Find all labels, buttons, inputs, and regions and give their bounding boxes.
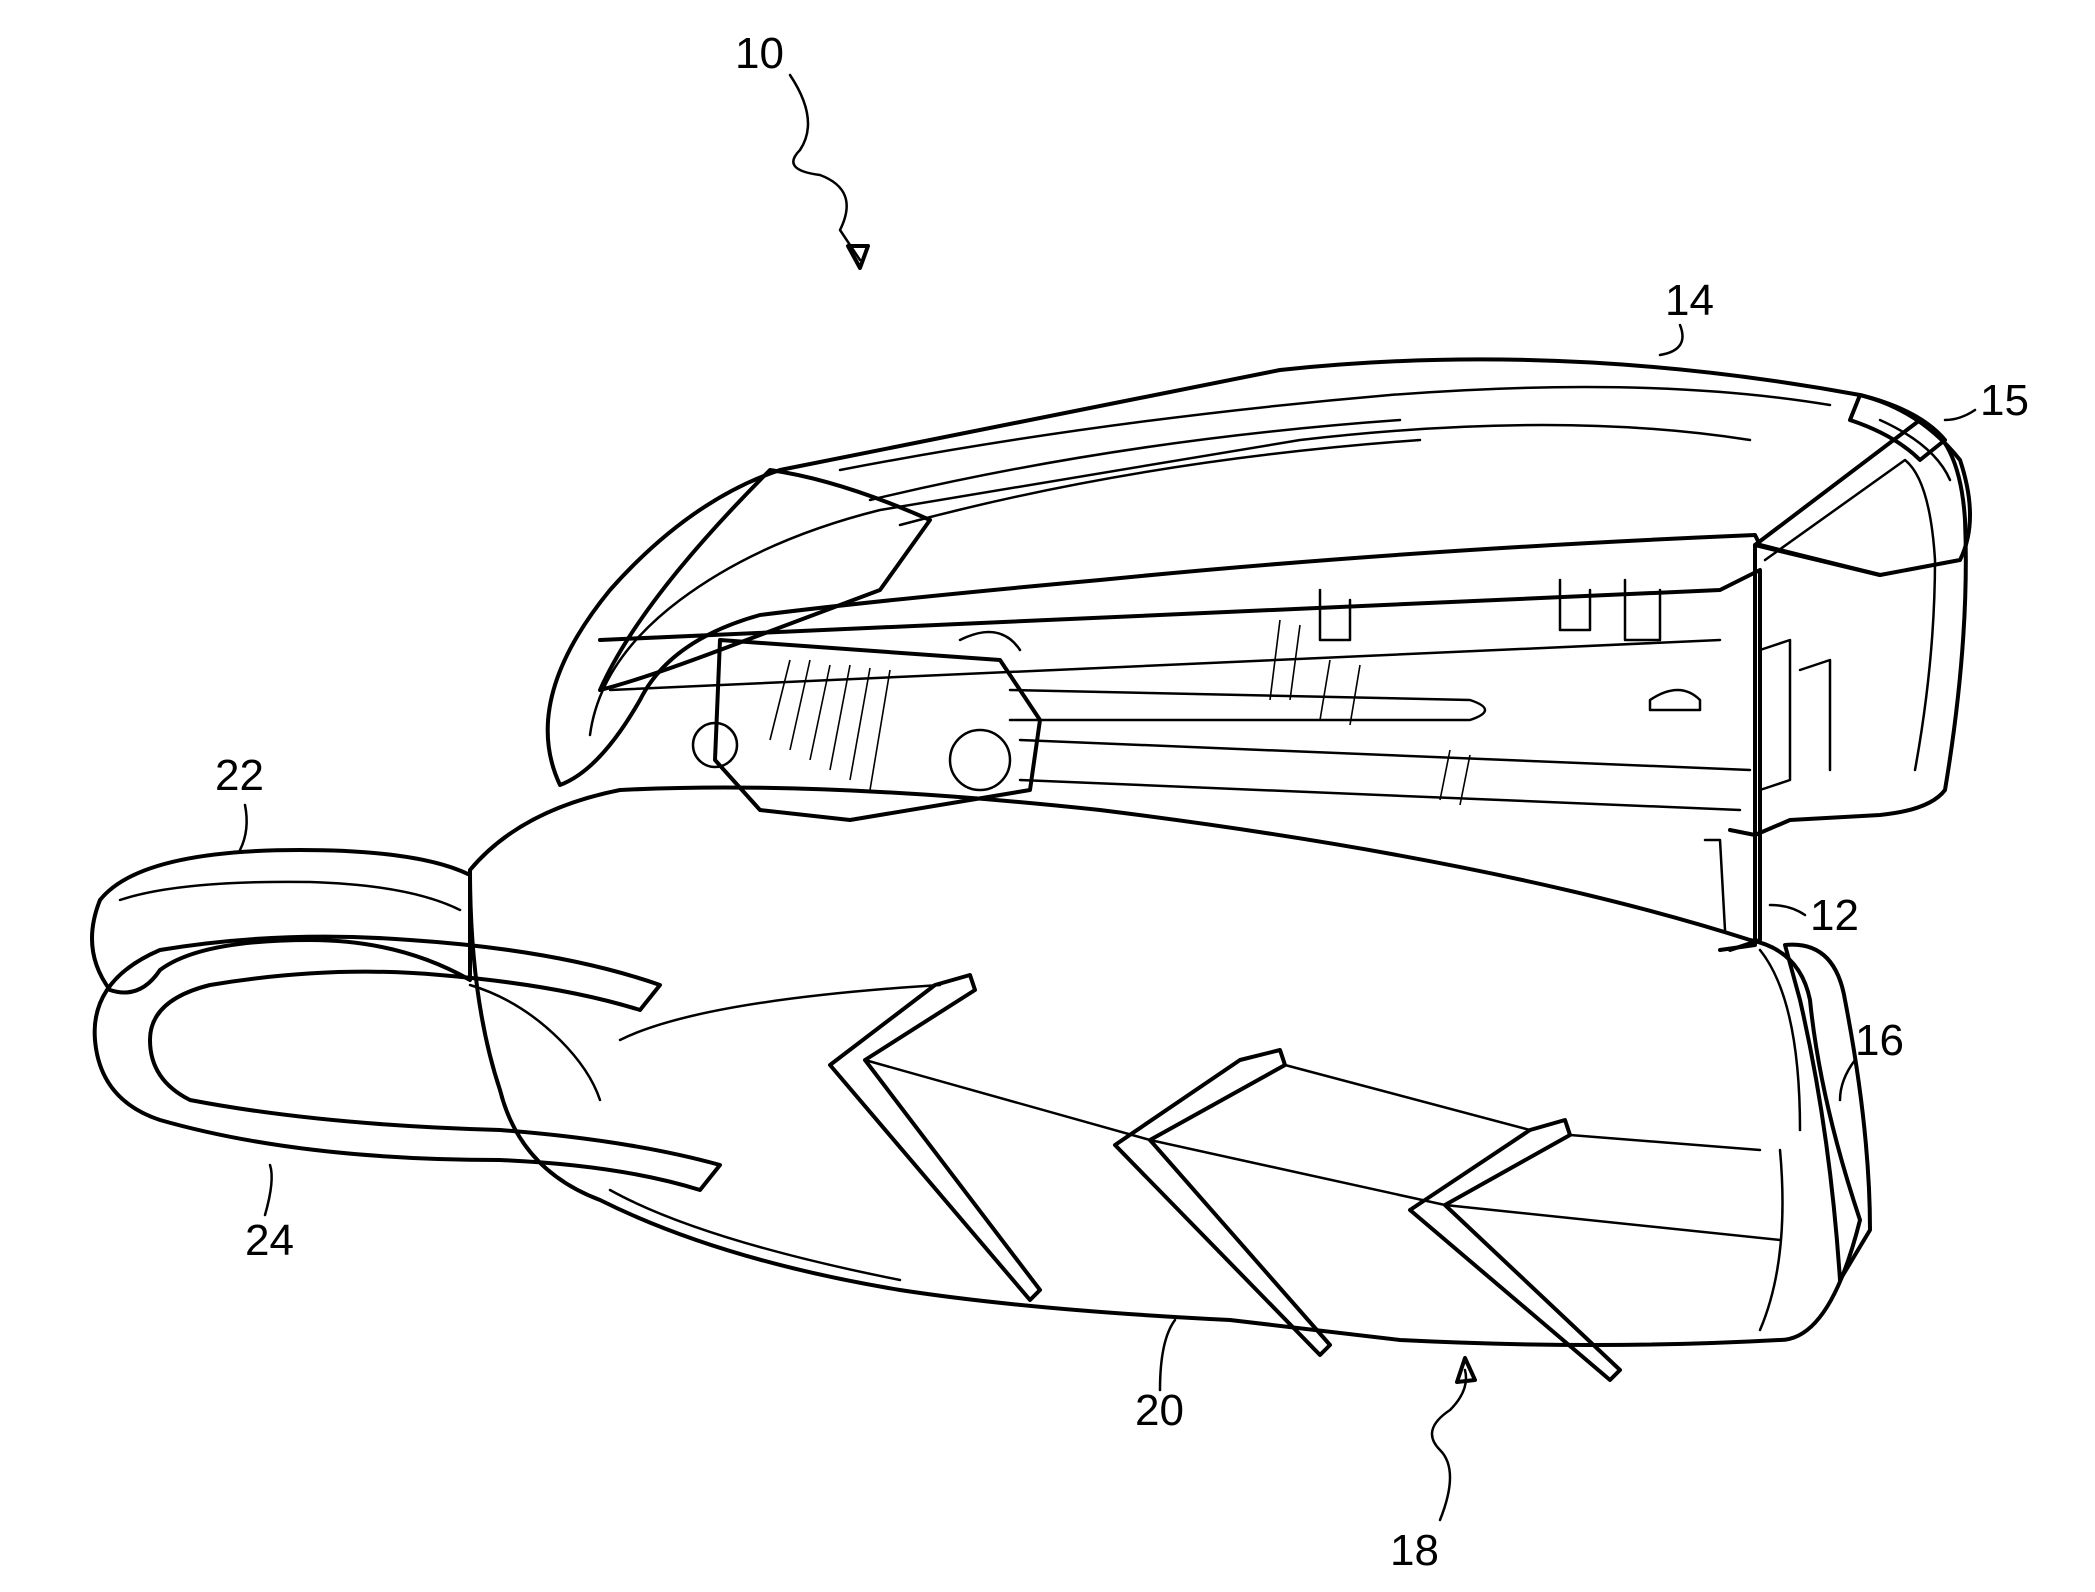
stapler-base [600,420,1966,950]
label-20: 20 [1135,1386,1184,1435]
label-14: 14 [1665,276,1714,325]
body-shading [770,620,1470,805]
cover [470,788,1870,1381]
label-15: 15 [1980,376,2029,425]
label-10: 10 [735,29,784,78]
loop [95,937,720,1190]
label-12: 12 [1810,891,1859,940]
label-18: 18 [1390,1526,1439,1575]
label-22: 22 [215,751,264,800]
label-16: 16 [1855,1016,1904,1065]
label-24: 24 [245,1216,294,1265]
leader-lines [240,75,1975,1520]
